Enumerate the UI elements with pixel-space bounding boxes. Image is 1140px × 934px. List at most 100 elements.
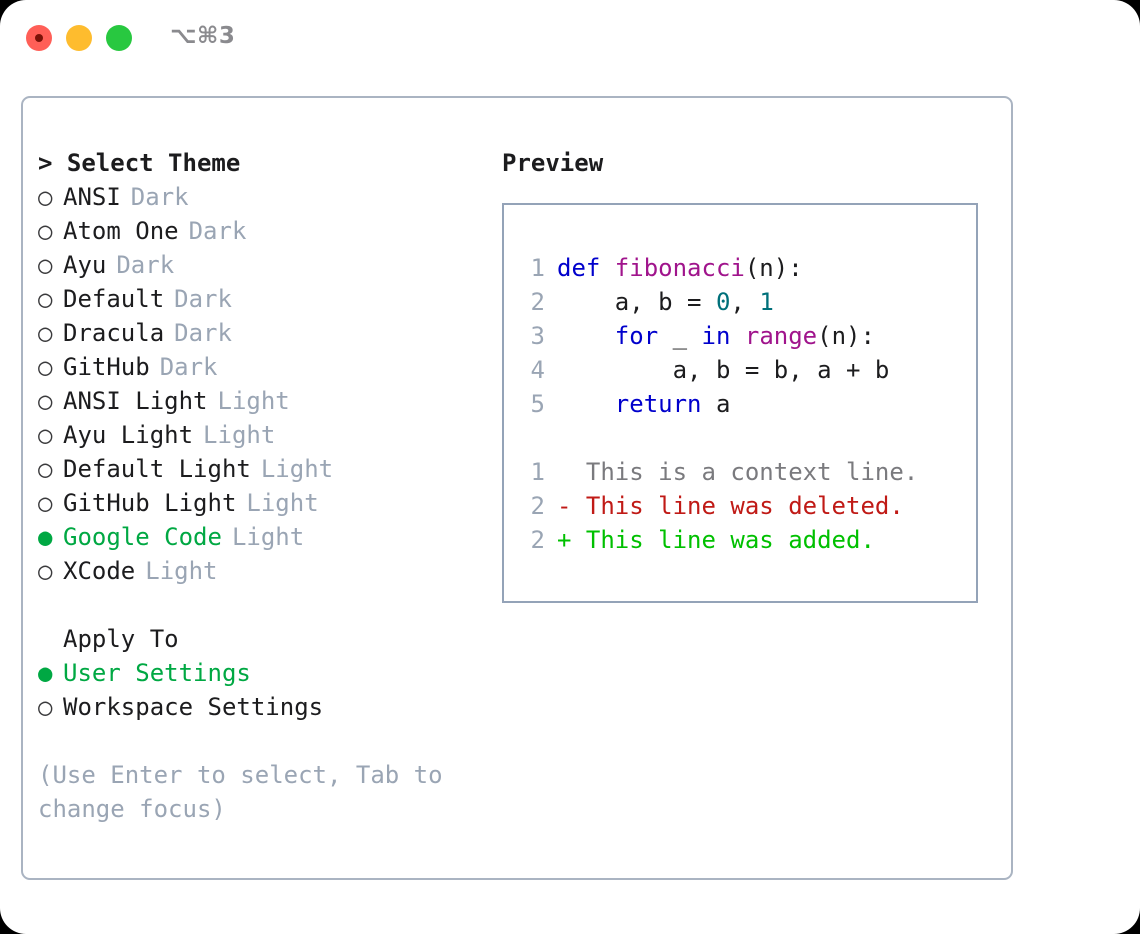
- code-token-plain: (n):: [744, 254, 803, 282]
- theme-option-variant-tag: Light: [203, 421, 276, 449]
- close-button[interactable]: [26, 25, 52, 51]
- apply-to-option-list: ● User Settings ○ Workspace Settings: [38, 656, 478, 724]
- window-title-shortcut: ⌥⌘3: [170, 23, 236, 49]
- code-token-fn: fibonacci: [614, 254, 745, 282]
- diff-sample: 1 This is a context line. 2- This line wa…: [517, 455, 970, 557]
- radio-unselected-icon: ○: [38, 489, 53, 517]
- code-token-plain: a, b =: [557, 288, 716, 316]
- apply-to-option-user-settings[interactable]: ● User Settings: [38, 656, 478, 690]
- code-line-number: 1: [530, 254, 545, 282]
- apply-to-option-workspace-settings[interactable]: ○ Workspace Settings: [38, 690, 478, 724]
- keyboard-hint-text: (Use Enter to select, Tab to change focu…: [38, 761, 458, 823]
- theme-option-variant-tag: Dark: [130, 183, 189, 211]
- radio-unselected-icon: ○: [38, 285, 53, 313]
- code-token-plain: _: [658, 322, 702, 350]
- radio-unselected-icon: ○: [38, 251, 53, 279]
- diff-line-number: 2: [530, 526, 545, 554]
- theme-option-google-code[interactable]: ● Google Code Light: [38, 520, 478, 554]
- radio-unselected-icon: ○: [38, 557, 53, 585]
- theme-option-dracula[interactable]: ○ Dracula Dark: [38, 316, 478, 350]
- diff-line-text: This line was added.: [585, 526, 875, 554]
- diff-line-text: This is a context line.: [585, 458, 919, 486]
- theme-option-xcode[interactable]: ○ XCode Light: [38, 554, 478, 588]
- diff-line-add: 2 + This line was added.: [517, 523, 970, 557]
- diff-line-del: 2- This line was deleted.: [517, 489, 970, 523]
- radio-unselected-icon: ○: [38, 693, 53, 721]
- theme-option-ayu-light[interactable]: ○ Ayu Light Light: [38, 418, 478, 452]
- theme-option-variant-tag: Dark: [188, 217, 247, 245]
- preview-heading: Preview: [502, 149, 604, 177]
- radio-unselected-icon: ○: [38, 319, 53, 347]
- code-line-number: 3: [530, 322, 545, 350]
- theme-option-label: Default: [63, 285, 165, 313]
- code-preview-area: 1 def fibonacci(n): 2 a, b = 0, 1 3 for _ i…: [517, 251, 970, 557]
- theme-option-variant-tag: Dark: [159, 353, 218, 381]
- apply-to-option-label: User Settings: [63, 659, 251, 687]
- code-line-content: a, b = 0, 1: [557, 285, 774, 319]
- code-token-plain: [557, 322, 615, 350]
- radio-unselected-icon: ○: [38, 217, 53, 245]
- radio-selected-icon: ●: [38, 659, 53, 687]
- theme-option-variant-tag: Light: [231, 523, 305, 551]
- theme-option-label: Dracula: [63, 319, 165, 347]
- apply-to-heading: Apply To: [63, 625, 179, 653]
- diff-marker: +: [557, 526, 586, 554]
- code-token-plain: ,: [730, 288, 760, 316]
- theme-option-label: XCode: [63, 557, 136, 585]
- theme-option-ayu[interactable]: ○ Ayu Dark: [38, 248, 478, 282]
- title-bar: ⌥⌘3: [0, 0, 1140, 78]
- theme-option-variant-tag: Dark: [116, 251, 175, 279]
- diff-line-number: 1: [530, 458, 545, 486]
- radio-selected-icon: ●: [38, 523, 53, 551]
- theme-option-label: Ayu: [63, 251, 107, 279]
- minimize-button[interactable]: [66, 25, 92, 51]
- code-line-content: def fibonacci(n):: [557, 251, 803, 285]
- diff-marker: [557, 455, 586, 489]
- theme-option-variant-tag: Light: [145, 557, 218, 585]
- code-line: 5 return a: [517, 387, 970, 421]
- radio-unselected-icon: ○: [38, 387, 53, 415]
- theme-option-label: Ayu Light: [63, 421, 194, 449]
- theme-option-variant-tag: Dark: [174, 319, 232, 347]
- code-line: 4 a, b = b, a + b: [517, 353, 970, 387]
- theme-option-label: ANSI: [63, 183, 121, 211]
- theme-option-label: ANSI Light: [63, 387, 208, 415]
- code-token-plain: [557, 390, 615, 418]
- code-token-kw: for: [614, 322, 659, 350]
- code-token-plain: a, b = b, a + b: [557, 356, 890, 384]
- code-line-number: 4: [530, 356, 545, 384]
- code-token-fn: range: [744, 322, 818, 350]
- theme-option-variant-tag: Dark: [174, 285, 232, 313]
- select-theme-heading: > Select Theme: [38, 149, 241, 177]
- apply-to-option-label: Workspace Settings: [63, 693, 324, 721]
- radio-unselected-icon: ○: [38, 353, 53, 381]
- theme-option-label: Google Code: [63, 523, 222, 551]
- theme-option-variant-tag: Light: [246, 489, 319, 517]
- preview-column: Preview 1 def fibonacci(n): 2 a, b = 0, 1 3…: [502, 146, 992, 603]
- code-line-content: for _ in range(n):: [557, 319, 875, 353]
- theme-option-variant-tag: Light: [260, 455, 334, 483]
- theme-option-label: Default Light: [63, 455, 251, 483]
- theme-option-default[interactable]: ○ Default Dark: [38, 282, 478, 316]
- code-line-content: a, b = b, a + b: [557, 353, 890, 387]
- code-token-plain: a: [701, 390, 731, 418]
- theme-option-github-light[interactable]: ○ GitHub Light Light: [38, 486, 478, 520]
- code-token-plain: (n):: [817, 322, 875, 350]
- code-token-num: 1: [759, 288, 774, 316]
- theme-option-label: GitHub Light: [63, 489, 237, 517]
- maximize-button[interactable]: [106, 25, 132, 51]
- theme-option-ansi-light[interactable]: ○ ANSI Light Light: [38, 384, 478, 418]
- preview-box: 1 def fibonacci(n): 2 a, b = 0, 1 3 for _ i…: [502, 203, 978, 603]
- radio-unselected-icon: ○: [38, 421, 53, 449]
- theme-option-variant-tag: Light: [217, 387, 290, 415]
- code-line-number: 5: [530, 390, 545, 418]
- code-token-kw: return: [614, 390, 702, 418]
